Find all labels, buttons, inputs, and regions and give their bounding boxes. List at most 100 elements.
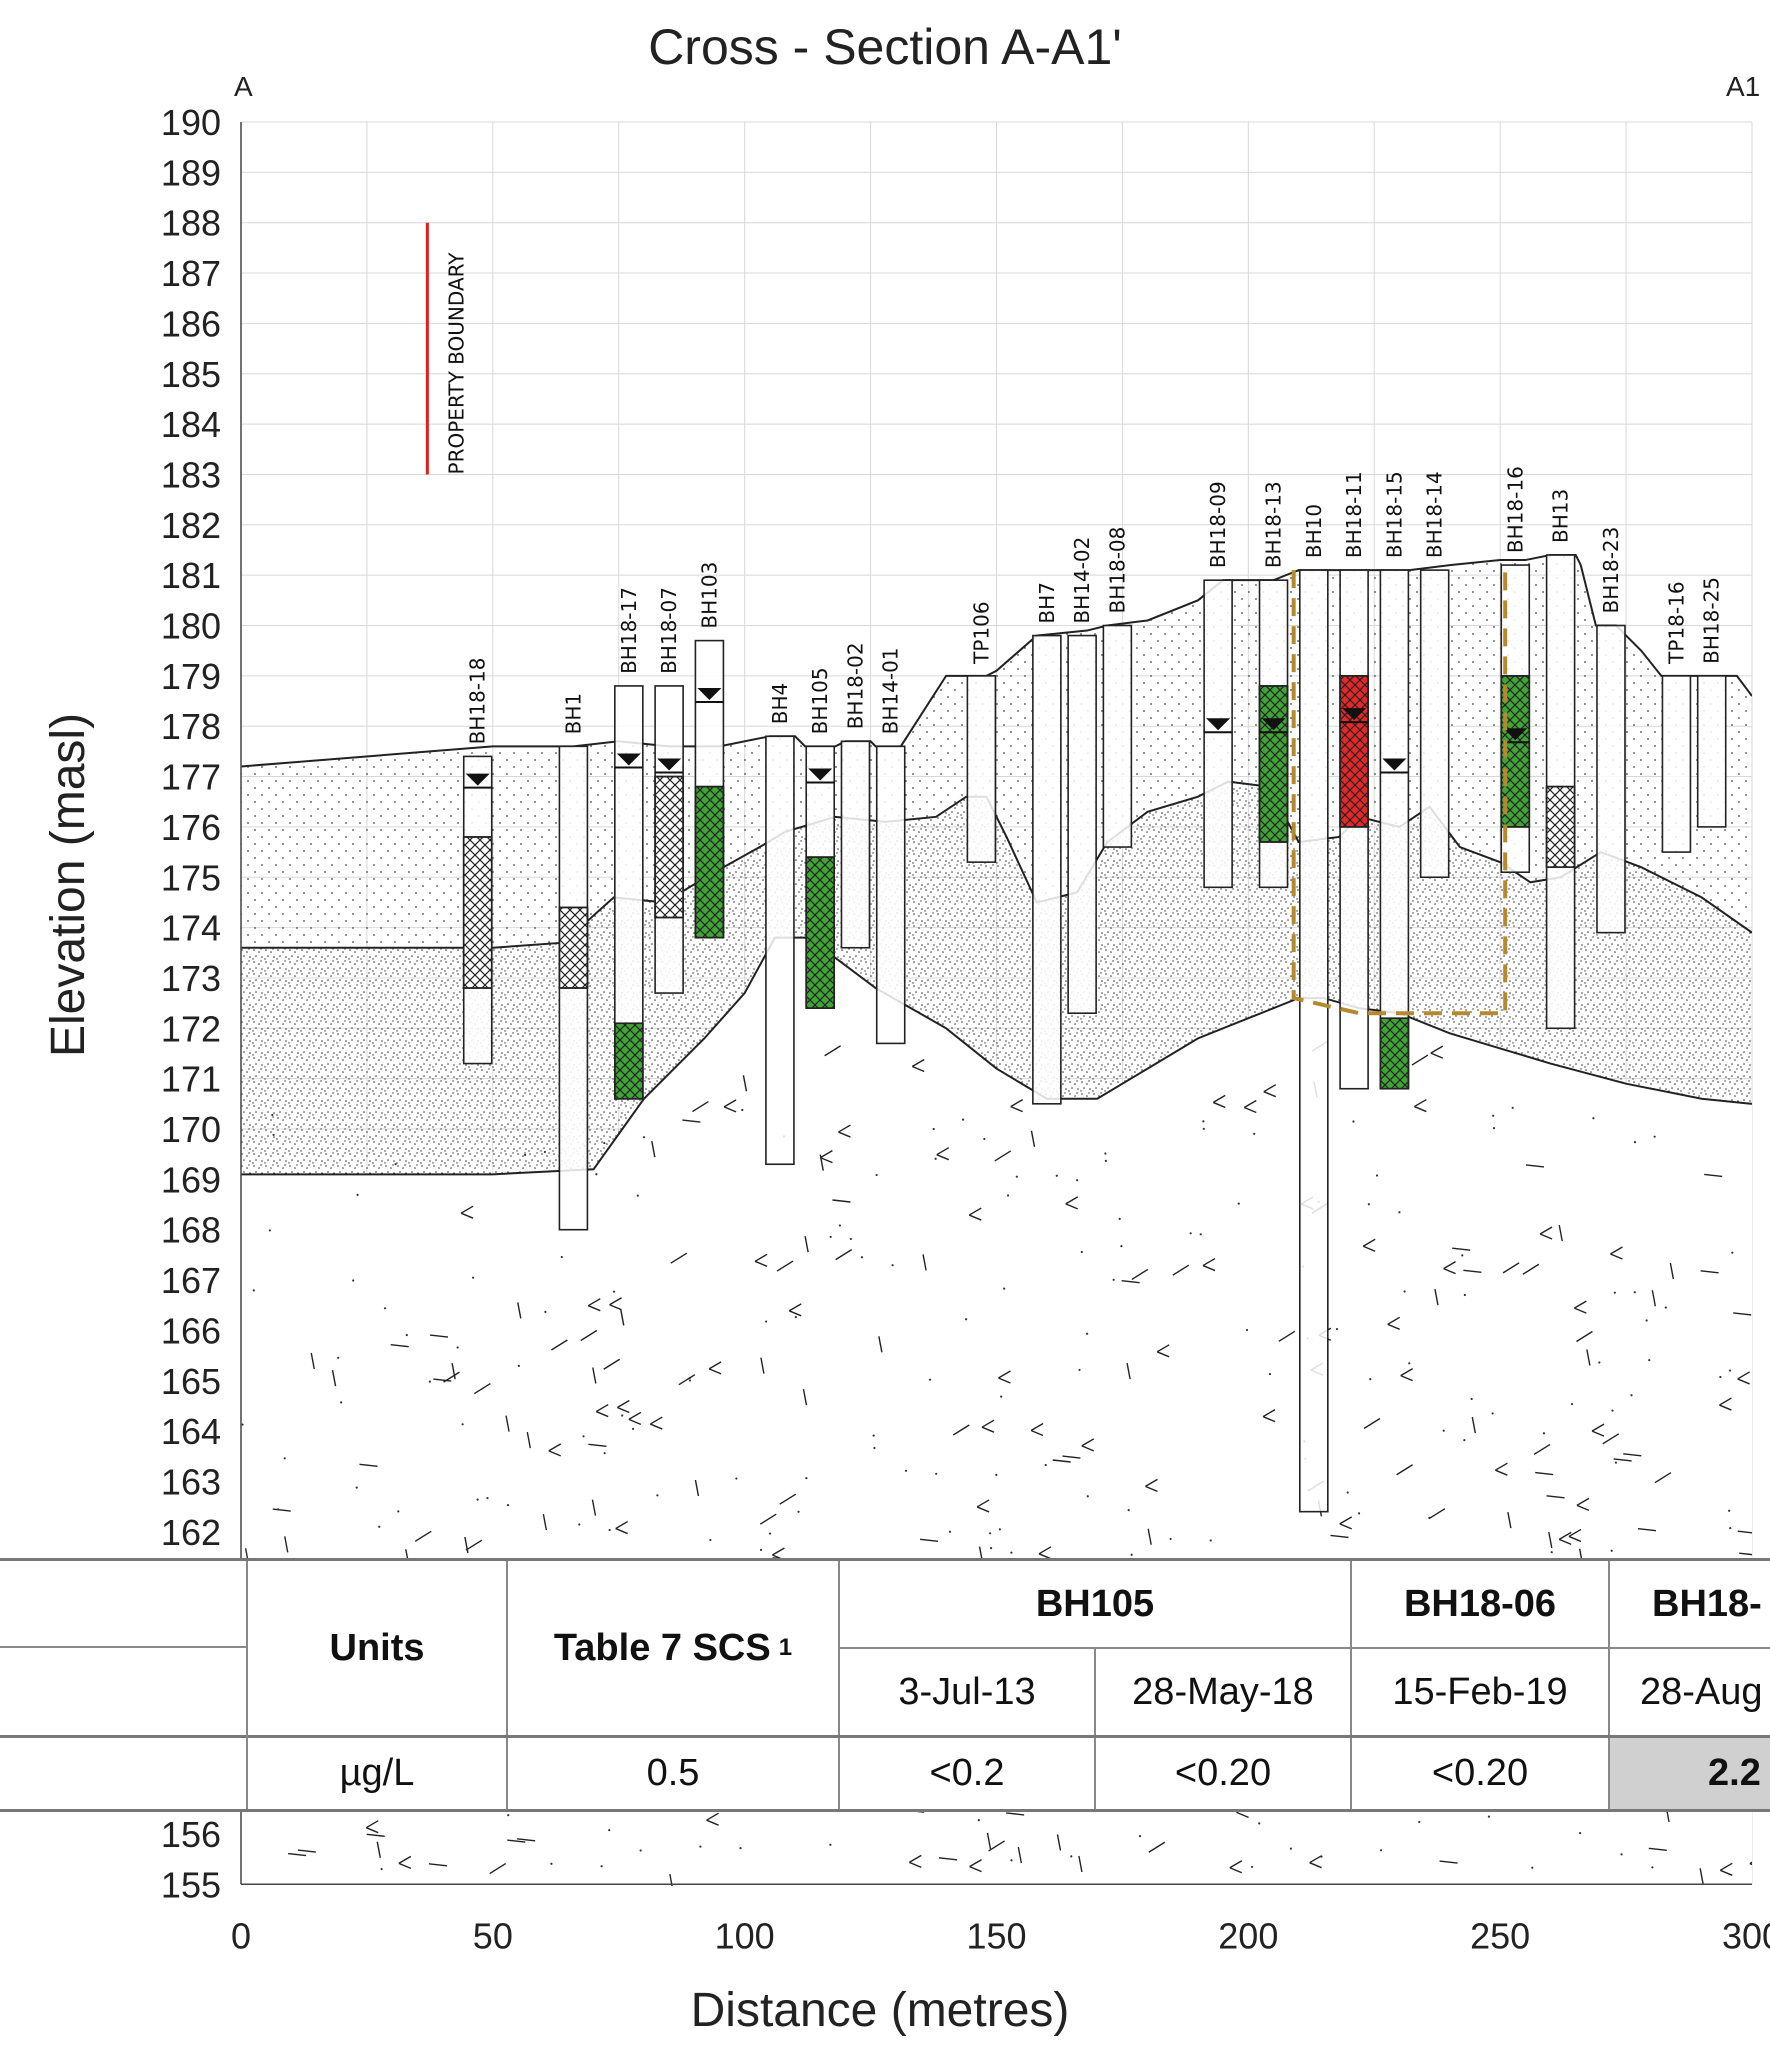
bedrock-dot (1006, 1194, 1010, 1197)
borehole-bh10: BH10 (1299, 504, 1329, 1513)
bedrock-dot (1664, 1306, 1667, 1309)
bedrock-mark (1131, 1268, 1149, 1281)
bedrock-mark (1507, 1511, 1512, 1529)
x-tick-label: 100 (715, 1915, 775, 1956)
standard-value-text: 0.5 (646, 1752, 700, 1794)
bedrock-dot (1542, 1432, 1546, 1435)
date-text: 28-Aug (1640, 1670, 1763, 1713)
borehole-bh18-15: BH18-15 (1379, 471, 1410, 1090)
bedrock-mark (1719, 1397, 1732, 1411)
bedrock-mark (1278, 1330, 1296, 1342)
bedrock-dot (1120, 1245, 1123, 1248)
bedrock-mark (1558, 1531, 1572, 1546)
bedrock-dot (1015, 1175, 1018, 1178)
bedrock-mark (1749, 1861, 1752, 1866)
bedrock-dot (428, 1380, 431, 1383)
borehole-label: BH10 (1302, 504, 1326, 558)
header-divider (840, 1647, 1770, 1649)
borehole-bh18-14: BH18-14 (1419, 471, 1450, 879)
borehole-label: BH18-11 (1342, 471, 1366, 558)
bedrock-dot (1633, 1141, 1637, 1144)
y-axis: 1901891881871861851841831821811801791781… (161, 102, 242, 1905)
bedrock-dot (977, 1818, 980, 1822)
bedrock-mark (592, 1367, 597, 1384)
bedrock-dot (608, 1829, 611, 1832)
bedrock-dot (1531, 1866, 1534, 1869)
bedrock-mark (1411, 1054, 1429, 1066)
bedrock-mark (1610, 1246, 1623, 1260)
bedrock-mark (1574, 1300, 1587, 1314)
bedrock-dot (1086, 1332, 1089, 1335)
bedrock-mark (1558, 1225, 1563, 1242)
y-tick-label: 164 (161, 1411, 221, 1452)
bedrock-mark (754, 1253, 768, 1267)
bedrock-dot (578, 1523, 581, 1526)
bedrock-dot (612, 1290, 616, 1293)
bedrock-mark (1535, 1471, 1554, 1476)
bedrock-dot (1250, 1865, 1254, 1869)
standard-footnote: 1 (778, 1634, 793, 1661)
group-name-bh18-partial: BH18- (1652, 1582, 1762, 1625)
bedrock-dot (1408, 1362, 1411, 1365)
bedrock-mark (649, 1416, 663, 1430)
bedrock-dot (1550, 1551, 1553, 1554)
bedrock-dot (1080, 1250, 1083, 1254)
bedrock-dot (380, 1867, 383, 1871)
bedrock-mark (1006, 1812, 1025, 1816)
water-level-icon (808, 768, 833, 781)
bedrock-dot (1463, 1293, 1466, 1297)
bedrock-mark (517, 1302, 522, 1319)
bedrock-mark (365, 1820, 379, 1834)
bedrock-mark (1052, 1459, 1071, 1463)
bedrock-mark (595, 1403, 609, 1418)
borehole-label: BH7 (1035, 582, 1059, 623)
bedrock-mark (1651, 1290, 1657, 1307)
bedrock-dot (1578, 1831, 1582, 1835)
bedrock-dot (582, 1435, 585, 1438)
borehole-column (1661, 675, 1692, 853)
bedrock-mark (1430, 1045, 1444, 1059)
result-cell: <0.20 (1352, 1738, 1610, 1809)
bedrock-dot (486, 1497, 489, 1500)
bedrock-dot (337, 1356, 340, 1359)
bedrock-mark (1148, 1841, 1166, 1853)
bedrock-dot (1189, 1232, 1192, 1235)
bedrock-mark (428, 1863, 448, 1867)
bedrock-mark (1363, 1417, 1381, 1430)
x-tick-label: 200 (1218, 1915, 1278, 1956)
borehole-label: BH18-07 (657, 587, 681, 674)
borehole-bh14-01: BH14-01 (875, 647, 906, 1045)
y-tick-label: 181 (161, 555, 221, 596)
bedrock-mark (1539, 1226, 1553, 1240)
bedrock-mark (1737, 1530, 1752, 1534)
bedrock-dot (1463, 1439, 1466, 1442)
y-tick-label: 168 (161, 1210, 221, 1251)
borehole-label: TP18-16 (1664, 581, 1688, 664)
sample-hatch (462, 836, 493, 989)
bedrock-dot (1202, 1127, 1205, 1130)
bedrock-mark (1568, 1528, 1582, 1543)
bedrock-mark (272, 1508, 291, 1512)
bedrock-mark (1739, 1552, 1752, 1556)
bedrock-mark (1202, 1257, 1216, 1272)
bedrock-mark (1017, 1846, 1023, 1864)
bedrock-mark (1522, 1263, 1540, 1275)
value-divider (0, 1735, 1770, 1738)
bedrock-mark (1471, 1417, 1476, 1434)
y-tick-label: 182 (161, 505, 221, 546)
bedrock-dot (461, 1423, 464, 1426)
bedrock-dot (471, 1276, 475, 1279)
units-header: Units (248, 1561, 508, 1735)
value-label-cell (0, 1738, 248, 1809)
bedrock-mark (616, 1399, 630, 1414)
bedrock-dot (1104, 1152, 1107, 1155)
bedrock-dot (759, 1548, 763, 1552)
borehole-bh14-02: BH14-02 (1067, 537, 1097, 1014)
bedrock-mark (1172, 1264, 1190, 1276)
date-cell: 28-May-18 (1096, 1649, 1352, 1735)
bedrock-mark (878, 1336, 883, 1353)
bedrock-mark (284, 1536, 289, 1553)
bedrock-dot (276, 1508, 280, 1511)
date-text: 3-Jul-13 (898, 1670, 1036, 1713)
